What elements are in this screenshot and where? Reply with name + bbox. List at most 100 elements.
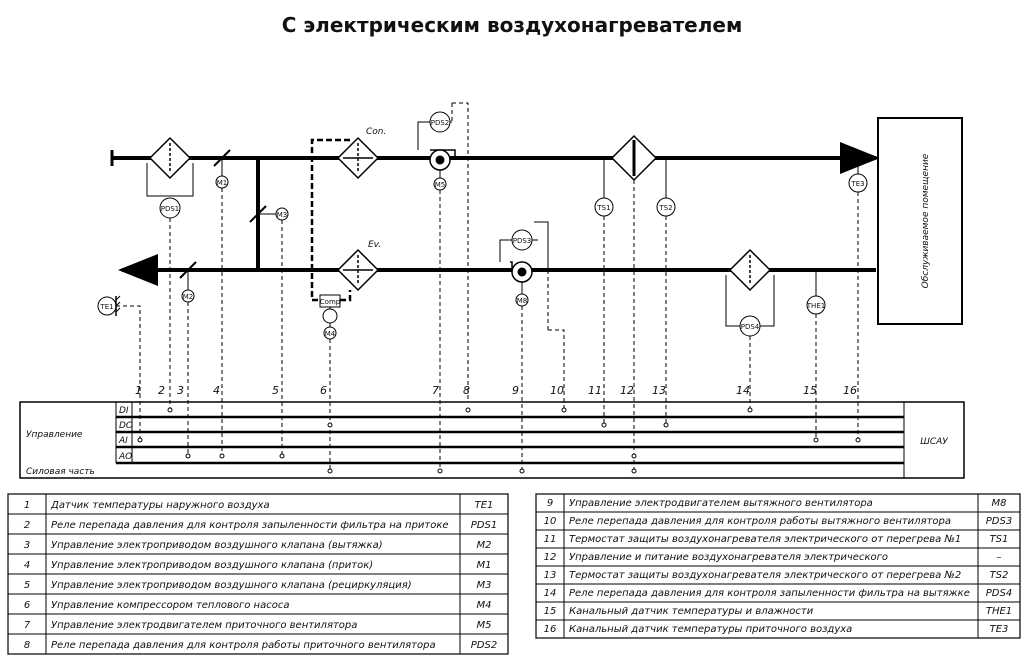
legend-row: 5 Управление электроприводом воздушного к… [24, 580, 492, 591]
legend-row: 2 Реле перепада давления для контроля зап… [24, 520, 497, 531]
legend-row-code: M1 [477, 560, 492, 571]
legend-row-number: 8 [24, 640, 30, 651]
svg-text:TE1: TE1 [99, 303, 113, 311]
legend-row-number: 5 [24, 580, 30, 591]
damper-m3: M3 [249, 205, 289, 223]
svg-text:PDS2: PDS2 [431, 119, 450, 127]
line-number: 12 [620, 384, 634, 397]
legend-row: 7 Управление электродвигателем приточного… [24, 620, 492, 631]
line-number: 10 [550, 384, 564, 397]
evaporator-coil [336, 248, 380, 292]
legend-row-description: Управление электроприводом воздушного кл… [51, 580, 412, 591]
line-number: 13 [652, 384, 666, 397]
legend-row-number: 13 [544, 570, 557, 581]
te1-sensor: TE1 [97, 295, 141, 440]
svg-text:TS1: TS1 [596, 204, 610, 212]
line-number: 9 [512, 384, 519, 397]
legend-row: 11 Термостат защиты воздухонагревателя эл… [544, 534, 1009, 545]
legend-row-description: Реле перепада давления для контроля запы… [569, 588, 970, 599]
svg-text:Comp: Comp [320, 298, 341, 306]
exhaust-filter [725, 248, 775, 327]
line-number: 14 [736, 384, 750, 397]
legend-row-number: 7 [24, 620, 31, 631]
line-number: 1 [135, 384, 142, 397]
connection-dots [137, 407, 861, 474]
svg-text:PDS4: PDS4 [741, 323, 760, 331]
legend-row-description: Канальный датчик температуры и влажности [569, 606, 814, 617]
electric-heater [610, 134, 658, 182]
pds3-sensor: PDS3 [499, 221, 549, 270]
legend-row-number: 3 [24, 540, 30, 551]
svg-text:M4: M4 [325, 330, 336, 338]
damper-m1: M1 [213, 149, 231, 189]
legend-row: 13 Термостат защиты воздухонагревателя эл… [544, 570, 1009, 581]
panel-labels: DI DO AI AO Управление Силовая часть ШСА… [26, 406, 948, 477]
legend-row: 9 Управление электродвигателем вытяжного … [547, 498, 1007, 509]
svg-text:TS2: TS2 [658, 204, 672, 212]
supply-fan-m5 [429, 149, 456, 191]
legend-row-number: 16 [544, 624, 557, 635]
ts2-sensor: TS2 [656, 158, 676, 217]
legend-row-description: Термостат защиты воздухонагревателя элек… [569, 570, 961, 581]
pds1-sensor: PDS1 [159, 197, 181, 219]
legend-row-description: Реле перепада давления для контроля запы… [51, 520, 449, 531]
line-number: 15 [803, 384, 817, 397]
room-label: Обслуживаемое помещение [921, 153, 931, 288]
condenser-coil [336, 136, 380, 180]
pds4-sensor: PDS4 [739, 315, 761, 337]
m5-label: M5 [435, 181, 446, 189]
svg-text:THE1: THE1 [806, 302, 825, 310]
legend-row-code: TS1 [990, 534, 1009, 545]
legend-row: 8 Реле перепада давления для контроля раб… [24, 639, 497, 651]
legend-row-code: M5 [477, 620, 492, 631]
panel-row-do: DO [119, 421, 133, 431]
svg-text:M3: M3 [277, 211, 288, 219]
compressor-m4: Comp M4 [319, 294, 341, 340]
legend-row-code: PDS3 [986, 516, 1012, 527]
legend-row-number: 2 [24, 520, 30, 531]
legend-row-description: Управление компрессором теплового насоса [51, 600, 289, 611]
legend-row-number: 10 [544, 516, 557, 527]
legend-row: 14 Реле перепада давления для контроля за… [544, 588, 1013, 599]
panel-row-di: DI [119, 406, 129, 416]
legend-row-number: 15 [544, 606, 557, 617]
line-number: 16 [843, 384, 857, 397]
legend-row-description: Реле перепада давления для контроля рабо… [51, 639, 436, 651]
legend-row-number: 1 [24, 500, 30, 511]
legend-row-number: 6 [24, 600, 30, 611]
legend-row-description: Канальный датчик температуры приточного … [569, 624, 852, 635]
legend-row-description: Управление электродвигателем вытяжного в… [569, 498, 873, 509]
legend-row-code: M8 [992, 498, 1007, 509]
legend-row-number: 12 [544, 552, 557, 563]
damper-m2: M2 [179, 261, 197, 303]
legend-row-code: M3 [477, 580, 492, 591]
legend-row-number: 11 [544, 534, 557, 545]
legend-row-code: PDS2 [471, 640, 497, 651]
panel-row-ao: AO [118, 452, 132, 462]
legend-row: 16 Канальный датчик температуры приточног… [544, 624, 1009, 635]
power-label: Силовая часть [26, 467, 95, 477]
legend-row-code: TE3 [990, 624, 1009, 635]
line-numbers: 1 2 3 4 5 6 7 8 9 10 11 12 13 14 15 16 [135, 384, 857, 397]
legend-row-code: PDS4 [986, 588, 1012, 599]
the1-sensor: THE1 [806, 270, 826, 315]
pds2-sensor: PDS2 [417, 102, 469, 400]
svg-text:PDS1: PDS1 [161, 205, 180, 213]
line-number: 7 [432, 384, 439, 397]
legend-row-code: TE1 [475, 500, 494, 511]
line-number: 3 [177, 384, 184, 397]
legend-row-number: 9 [547, 498, 553, 509]
legend-row: 10 Реле перепада давления для контроля ра… [544, 515, 1013, 527]
legend-row-description: Управление электродвигателем приточного … [51, 620, 357, 631]
legend-row: 6 Управление компрессором теплового насос… [24, 600, 492, 611]
legend-row-description: Реле перепада давления для контроля рабо… [569, 515, 951, 527]
svg-text:TE3: TE3 [850, 180, 864, 188]
legend-row-description: Термостат защиты воздухонагревателя элек… [569, 534, 961, 545]
legend-row-number: 14 [544, 588, 557, 599]
evaporator-label: Ev. [368, 240, 381, 250]
line-number: 11 [588, 384, 602, 397]
